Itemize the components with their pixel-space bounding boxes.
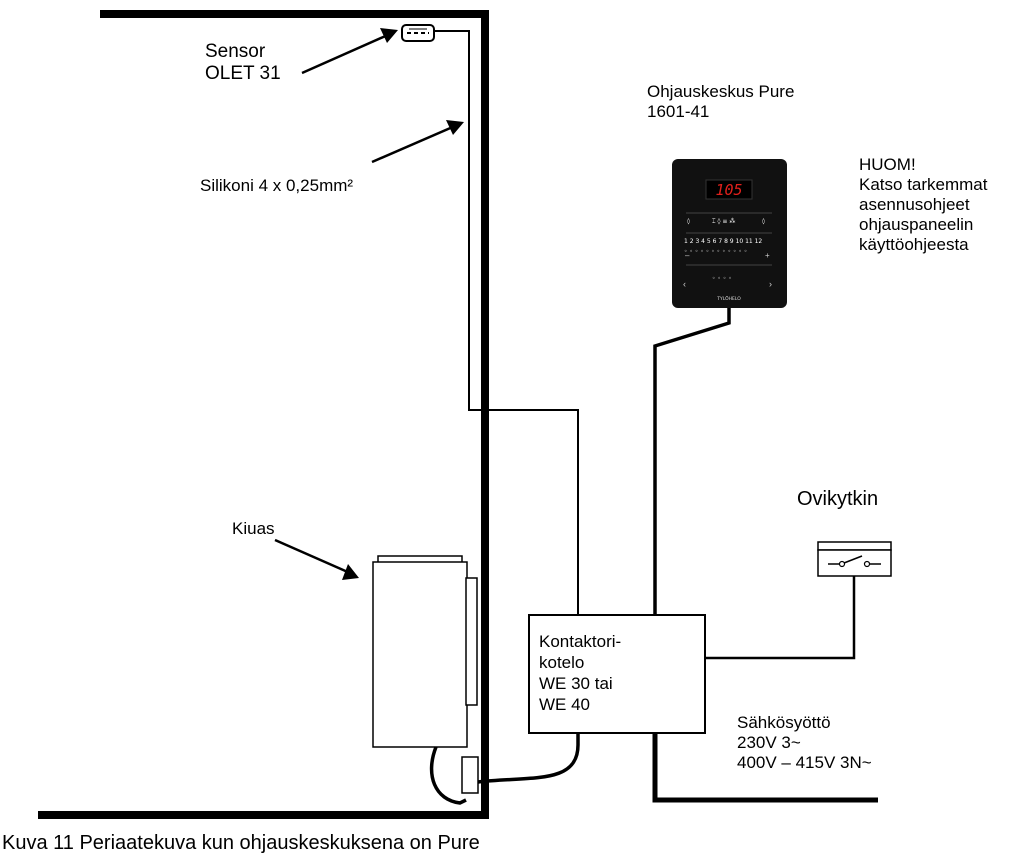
panel-brand: TYLÖHELO — [716, 295, 741, 302]
cable-label-text: Silikoni 4 x 0,25mm² — [200, 176, 354, 195]
sauna-wall — [38, 10, 489, 819]
power-label: Sähkösyöttö 230V 3~ 400V – 415V 3N~ — [737, 713, 872, 773]
svg-text:+: + — [765, 251, 770, 260]
sensor-label-line2: OLET 31 — [205, 63, 281, 84]
note-line: HUOM! — [859, 155, 916, 174]
door-switch-label: Ovikytkin — [797, 488, 878, 510]
contactor-label: Kontaktori- kotelo WE 30 tai WE 40 — [539, 631, 621, 715]
sensor-cable — [434, 30, 579, 615]
control-unit-line1: Ohjauskeskus Pure — [647, 82, 795, 101]
sensor-icon — [401, 24, 435, 42]
contactor-line: Kontaktori- — [539, 632, 622, 651]
note-line: käyttöohjeesta — [859, 235, 969, 254]
cable-arrow — [371, 120, 464, 164]
svg-text:◦ ◦ ◦ ◦ ◦ ◦ ◦ ◦ ◦ ◦ ◦ ◦: ◦ ◦ ◦ ◦ ◦ ◦ ◦ ◦ ◦ ◦ ◦ ◦ — [684, 248, 747, 255]
figure-caption-text: Kuva 11 Periaatekuva kun ohjauskeskuksen… — [2, 832, 480, 854]
svg-text:–: – — [685, 251, 690, 260]
contactor-line: kotelo — [539, 653, 585, 672]
svg-text:‹: ‹ — [683, 279, 686, 289]
note-line: asennusohjeet — [859, 195, 970, 214]
panel-display-value: 105 — [715, 181, 742, 199]
heater-cable-loop — [429, 746, 467, 805]
cable-label: Silikoni 4 x 0,25mm² — [200, 176, 353, 196]
contactor-box — [528, 614, 706, 734]
heater-label-text: Kiuas — [232, 519, 275, 538]
note-line: ohjauspaneelin — [859, 215, 974, 234]
svg-text:1 2 3 4 5 6 7 8 9 10 11 12: 1 2 3 4 5 6 7 8 9 10 11 12 — [684, 238, 762, 245]
contactor-line: WE 30 tai — [539, 674, 613, 693]
power-line: Sähkösyöttö — [737, 713, 831, 732]
svg-text:›: › — [769, 279, 772, 289]
svg-text:◦ ◦ ◦ ◦: ◦ ◦ ◦ ◦ — [712, 275, 732, 282]
sensor-label-line1: Sensor — [205, 41, 266, 62]
panel-cable — [653, 308, 731, 615]
door-switch-label-text: Ovikytkin — [797, 488, 879, 510]
note-label: HUOM! Katso tarkemmat asennusohjeet ohja… — [859, 155, 988, 255]
svg-text:◊: ◊ — [687, 218, 690, 225]
sensor-arrow — [301, 28, 398, 75]
door-switch-icon — [817, 541, 892, 577]
sensor-label: Sensor OLET 31 — [205, 41, 281, 85]
note-line: Katso tarkemmat — [859, 175, 988, 194]
heater-arrow — [274, 538, 359, 580]
power-line: 400V – 415V 3N~ — [737, 753, 872, 772]
heater-label: Kiuas — [232, 519, 275, 539]
svg-text:⌶ ◊ ≡ ⁂: ⌶ ◊ ≡ ⁂ — [712, 218, 735, 225]
power-line: 230V 3~ — [737, 733, 801, 752]
control-unit-label: Ohjauskeskus Pure 1601-41 — [647, 82, 794, 122]
figure-caption: Kuva 11 Periaatekuva kun ohjauskeskuksen… — [2, 832, 480, 854]
heater-power-cable — [477, 733, 580, 784]
heater-icon — [372, 555, 479, 794]
control-unit-line2: 1601-41 — [647, 102, 710, 121]
contactor-line: WE 40 — [539, 695, 591, 714]
power-supply-cable — [652, 733, 878, 803]
control-panel: 105 ◊ ⌶ ◊ ≡ ⁂ ◊ 1 2 3 4 5 6 7 8 9 10 11 12… — [672, 159, 787, 308]
door-switch-cable — [705, 576, 856, 660]
svg-text:◊: ◊ — [762, 218, 765, 225]
